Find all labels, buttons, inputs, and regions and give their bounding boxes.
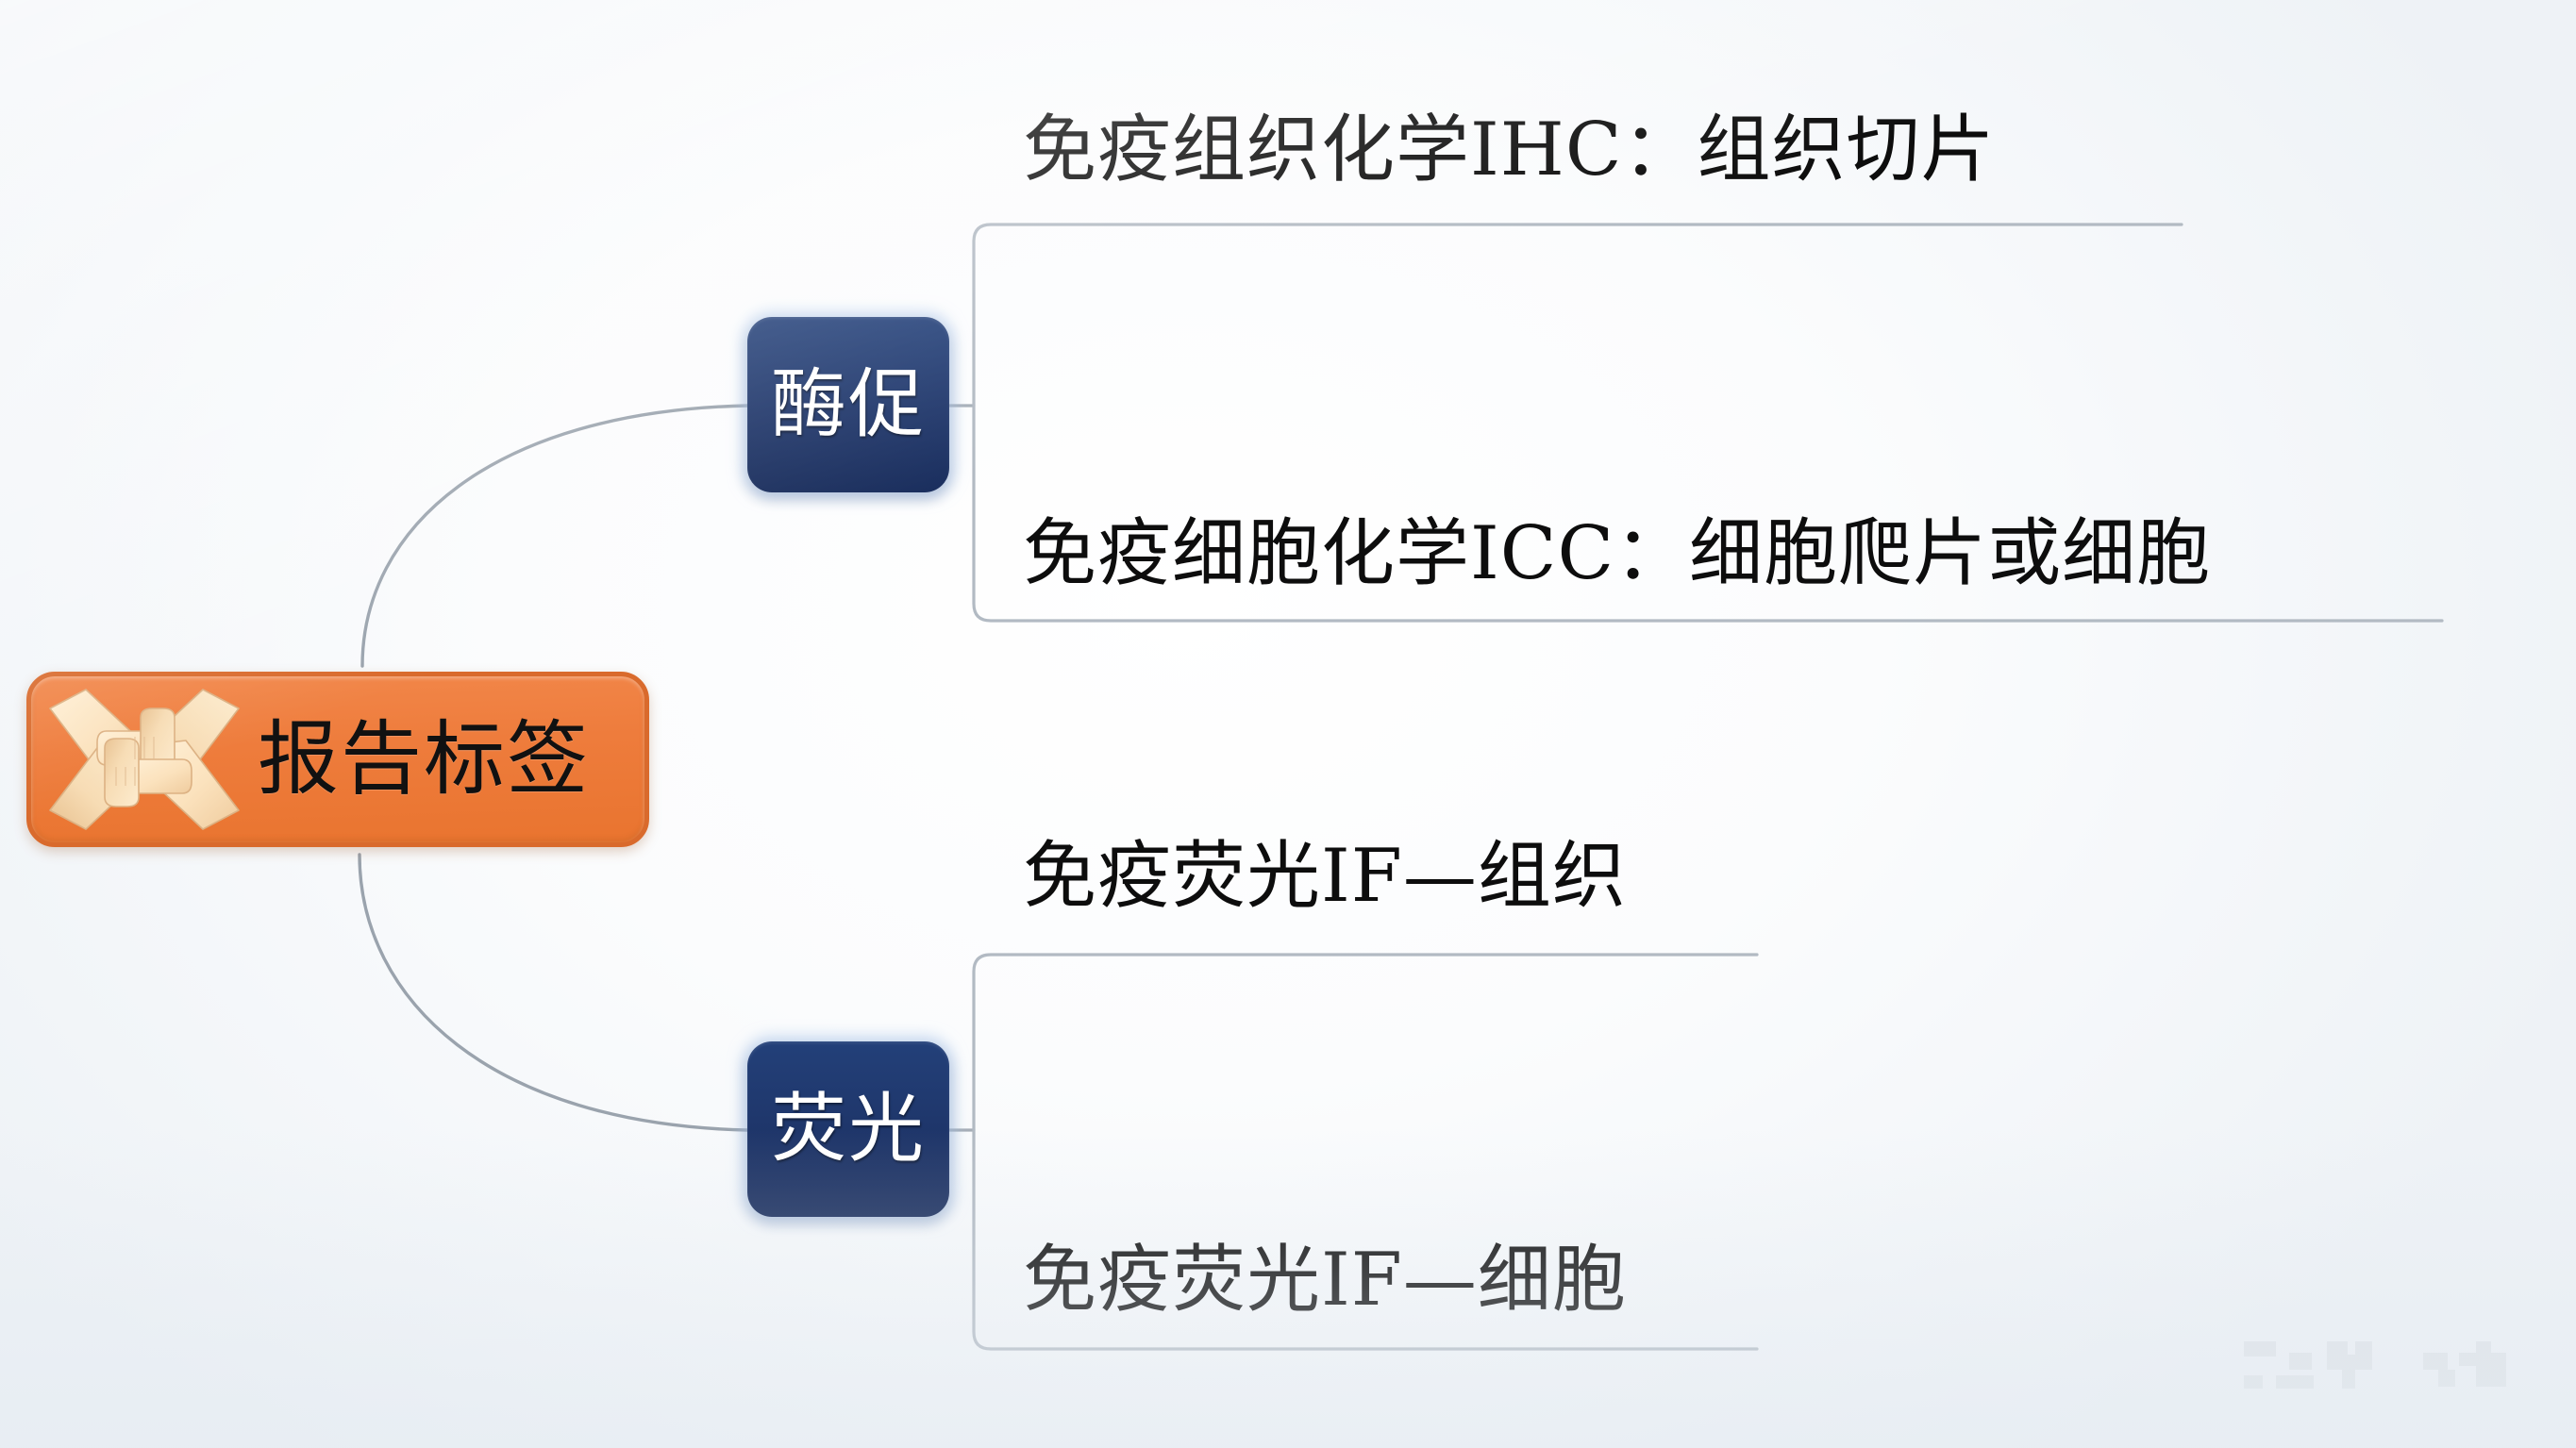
leaf-label-if-cell: 免疫荧光IF—细胞 [1023, 1238, 1627, 1323]
connector-fluor-bracket [972, 953, 1759, 1351]
connector-enzyme-bracket [972, 223, 2444, 623]
leaf-label-if-tissue: 免疫荧光IF—组织 [1023, 834, 1627, 919]
connector-root-to-fluor [358, 853, 749, 1132]
branch-node-fluorescence-label: 荧光 [771, 1085, 926, 1173]
connector-root-to-enzyme [360, 404, 749, 668]
leaf-label-icc: 免疫细胞化学ICC：细胞爬片或细胞 [1023, 511, 2212, 596]
leaf-label-ihc: 免疫组织化学IHC：组织切片 [1023, 108, 1996, 192]
four-hands-teamwork-icon [44, 684, 244, 835]
branch-node-fluorescence[interactable]: 荧光 [747, 1041, 949, 1217]
root-node-label: 报告标签 [258, 712, 590, 807]
branch-node-enzyme[interactable]: 酶促 [747, 317, 949, 492]
branch-node-enzyme-label: 酶促 [771, 360, 926, 448]
root-node-report-label[interactable]: 报告标签 [26, 672, 649, 847]
